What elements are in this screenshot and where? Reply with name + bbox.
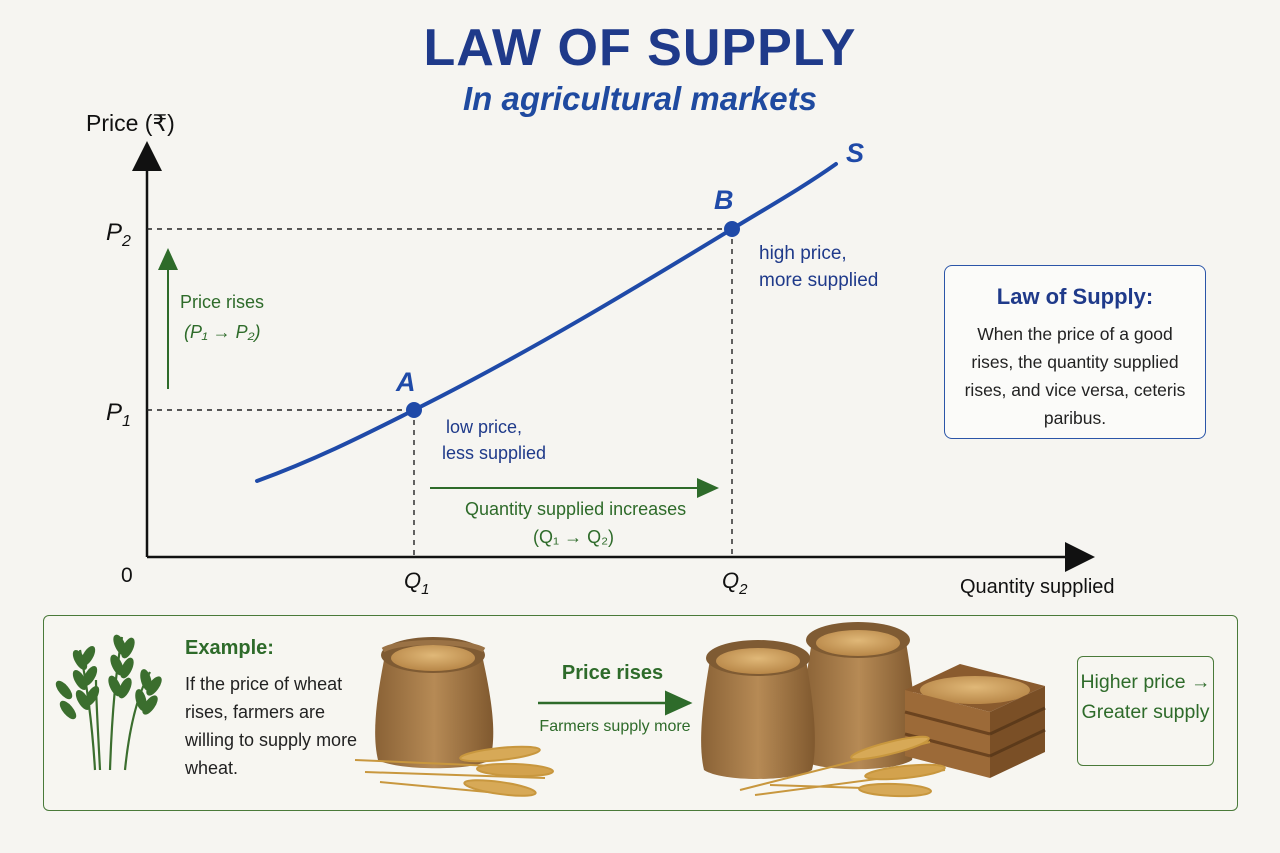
point-b (724, 221, 740, 237)
example-heading: Example: (185, 637, 274, 659)
quantity-increase-label-2: (Q₁ → Q₂) (533, 527, 614, 547)
point-a-note-1: low price, (446, 417, 522, 437)
x-tick-q1: Q1 (404, 568, 429, 598)
supply-curve (255, 162, 838, 483)
example-text: If the price of wheat rises, farmers are… (185, 674, 358, 778)
supply-curve-label: S (846, 138, 864, 168)
price-rise-label-2: (P₁ → P₂) (184, 322, 261, 342)
y-axis-label: Price (₹) (86, 110, 175, 136)
law-of-supply-heading: Law of Supply: (996, 284, 1154, 309)
price-rise-label-1: Price rises (180, 292, 264, 312)
point-a (406, 402, 422, 418)
page-title: LAW OF SUPPLY (423, 19, 857, 77)
point-a-note-2: less supplied (442, 443, 546, 463)
point-b-note-2: more supplied (759, 270, 878, 291)
x-axis-label: Quantity supplied (960, 576, 1115, 598)
origin-label: 0 (121, 564, 133, 587)
y-tick-p2: P2 (106, 219, 131, 250)
example-arrow-label-top: Price rises (561, 662, 664, 684)
point-a-label: A (395, 367, 416, 397)
example-arrow-label-bottom: Farmers supply more (539, 718, 691, 735)
law-of-supply-box: Law of Supply: When the price of a good … (944, 265, 1206, 439)
result-box: Higher price → Greater supply (1077, 656, 1214, 766)
quantity-increase-label-1: Quantity supplied increases (465, 499, 686, 519)
point-b-note-1: high price, (759, 243, 847, 264)
y-tick-p1: P1 (106, 399, 131, 430)
page-subtitle: In agricultural markets (463, 80, 817, 117)
law-of-supply-text: When the price of a good rises, the quan… (964, 324, 1186, 428)
point-b-label: B (714, 185, 734, 215)
x-tick-q2: Q2 (722, 568, 748, 598)
